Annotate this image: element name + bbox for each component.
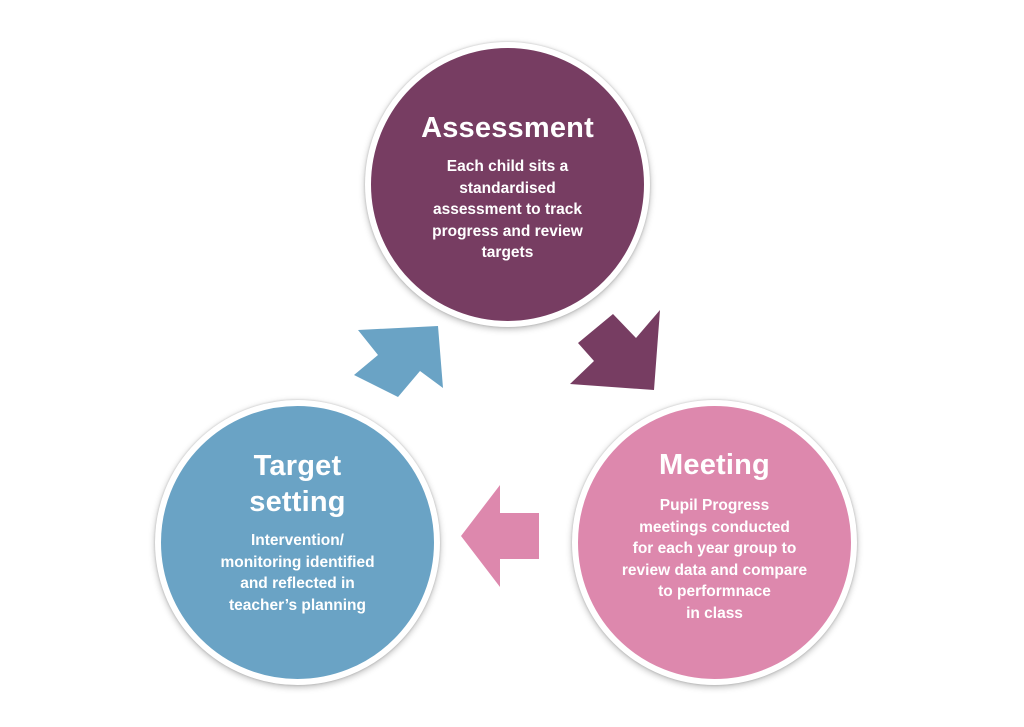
arrow-target-setting-to-assessment	[354, 326, 443, 397]
target-setting-description: Intervention/ monitoring identified and …	[220, 532, 375, 614]
arrow-meeting-to-target-setting	[461, 485, 539, 587]
assessment-node: Assessment Each child sits a standardise…	[365, 42, 650, 327]
assessment-description: Each child sits a standardised assessmen…	[432, 158, 583, 261]
meeting-description: Pupil Progress meetings conducted for ea…	[621, 497, 808, 622]
meeting-node: Meeting Pupil Progress meetings conducte…	[572, 400, 857, 685]
assessment-title: Assessment	[421, 112, 594, 144]
meeting-title: Meeting	[659, 449, 770, 481]
target-setting-node: Target setting Intervention/ monitoring …	[155, 400, 440, 685]
arrow-assessment-to-meeting	[570, 310, 660, 390]
target-setting-title: Target setting	[249, 450, 346, 518]
